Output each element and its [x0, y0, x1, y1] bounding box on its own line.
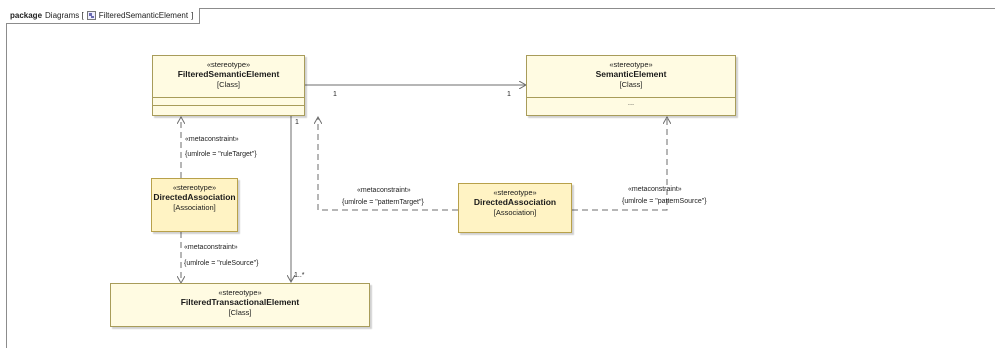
- multiplicity-fse-fte-source: 1: [295, 119, 299, 126]
- constraint-pattern-target-value: {umlrole = "patternTarget"}: [342, 199, 424, 206]
- class-metaclass: [Class]: [228, 308, 252, 317]
- package-frame: [6, 8, 995, 348]
- class-filtered-transactional-element[interactable]: «stereotype» FilteredTransactionalElemen…: [110, 283, 370, 327]
- class-stereotype: «stereotype»: [206, 60, 251, 69]
- class-metaclass: [Class]: [619, 80, 643, 89]
- frame-title-suffix: ]: [191, 11, 194, 20]
- constraint-pattern-source-value: {umlrole = "patternSource"}: [622, 198, 707, 205]
- class-semantic-element[interactable]: «stereotype» SemanticElement [Class] ...: [526, 55, 736, 116]
- constraint-rule-target-value: {umlrole = "ruleTarget"}: [185, 151, 257, 158]
- class-name: SemanticElement: [595, 69, 667, 79]
- constraint-pattern-source-stereotype: «metaconstraint»: [628, 186, 682, 193]
- class-filtered-semantic-element[interactable]: «stereotype» FilteredSemanticElement [Cl…: [152, 55, 305, 116]
- constraint-pattern-target-stereotype: «metaconstraint»: [357, 187, 411, 194]
- frame-diagram-name: FilteredSemanticElement: [98, 11, 189, 20]
- class-compartment-divider: [527, 97, 735, 98]
- class-attributes-ellipsis: ...: [627, 98, 635, 107]
- class-name: DirectedAssociation: [473, 197, 557, 207]
- class-stereotype: «stereotype»: [218, 288, 262, 297]
- frame-keyword: package: [10, 11, 43, 20]
- multiplicity-fse-fte-target: 1..*: [294, 272, 305, 279]
- stereotype-directed-association-middle[interactable]: «stereotype» DirectedAssociation [Associ…: [458, 183, 572, 233]
- frame-title-prefix: Diagrams [: [45, 11, 84, 20]
- multiplicity-fse-se-target: 1: [507, 91, 511, 98]
- class-metaclass: [Class]: [217, 80, 240, 89]
- class-stereotype: «stereotype»: [172, 183, 217, 192]
- dependency-pattern-source[interactable]: [572, 117, 667, 211]
- stereotype-directed-association-left[interactable]: «stereotype» DirectedAssociation [Associ…: [151, 178, 238, 232]
- class-metaclass: [Association]: [173, 203, 216, 212]
- class-compartment-divider: [153, 97, 304, 98]
- constraint-rule-target-stereotype: «metaconstraint»: [185, 136, 239, 143]
- class-name: DirectedAssociation: [153, 192, 236, 202]
- class-compartment-divider: [153, 105, 304, 106]
- dependency-pattern-target[interactable]: [318, 117, 458, 211]
- constraint-rule-source-value: {umlrole = "ruleSource"}: [184, 260, 259, 267]
- class-stereotype: «stereotype»: [609, 60, 653, 69]
- frame-title-tab: package Diagrams [ FilteredSemanticEleme…: [6, 8, 201, 24]
- class-metaclass: [Association]: [493, 208, 537, 217]
- class-name: FilteredSemanticElement: [177, 69, 280, 79]
- class-name: FilteredTransactionalElement: [180, 297, 300, 307]
- constraint-rule-source-stereotype: «metaconstraint»: [184, 244, 238, 251]
- class-stereotype: «stereotype»: [493, 188, 537, 197]
- class-diagram-icon: [86, 11, 96, 20]
- multiplicity-fse-se-source: 1: [333, 91, 337, 98]
